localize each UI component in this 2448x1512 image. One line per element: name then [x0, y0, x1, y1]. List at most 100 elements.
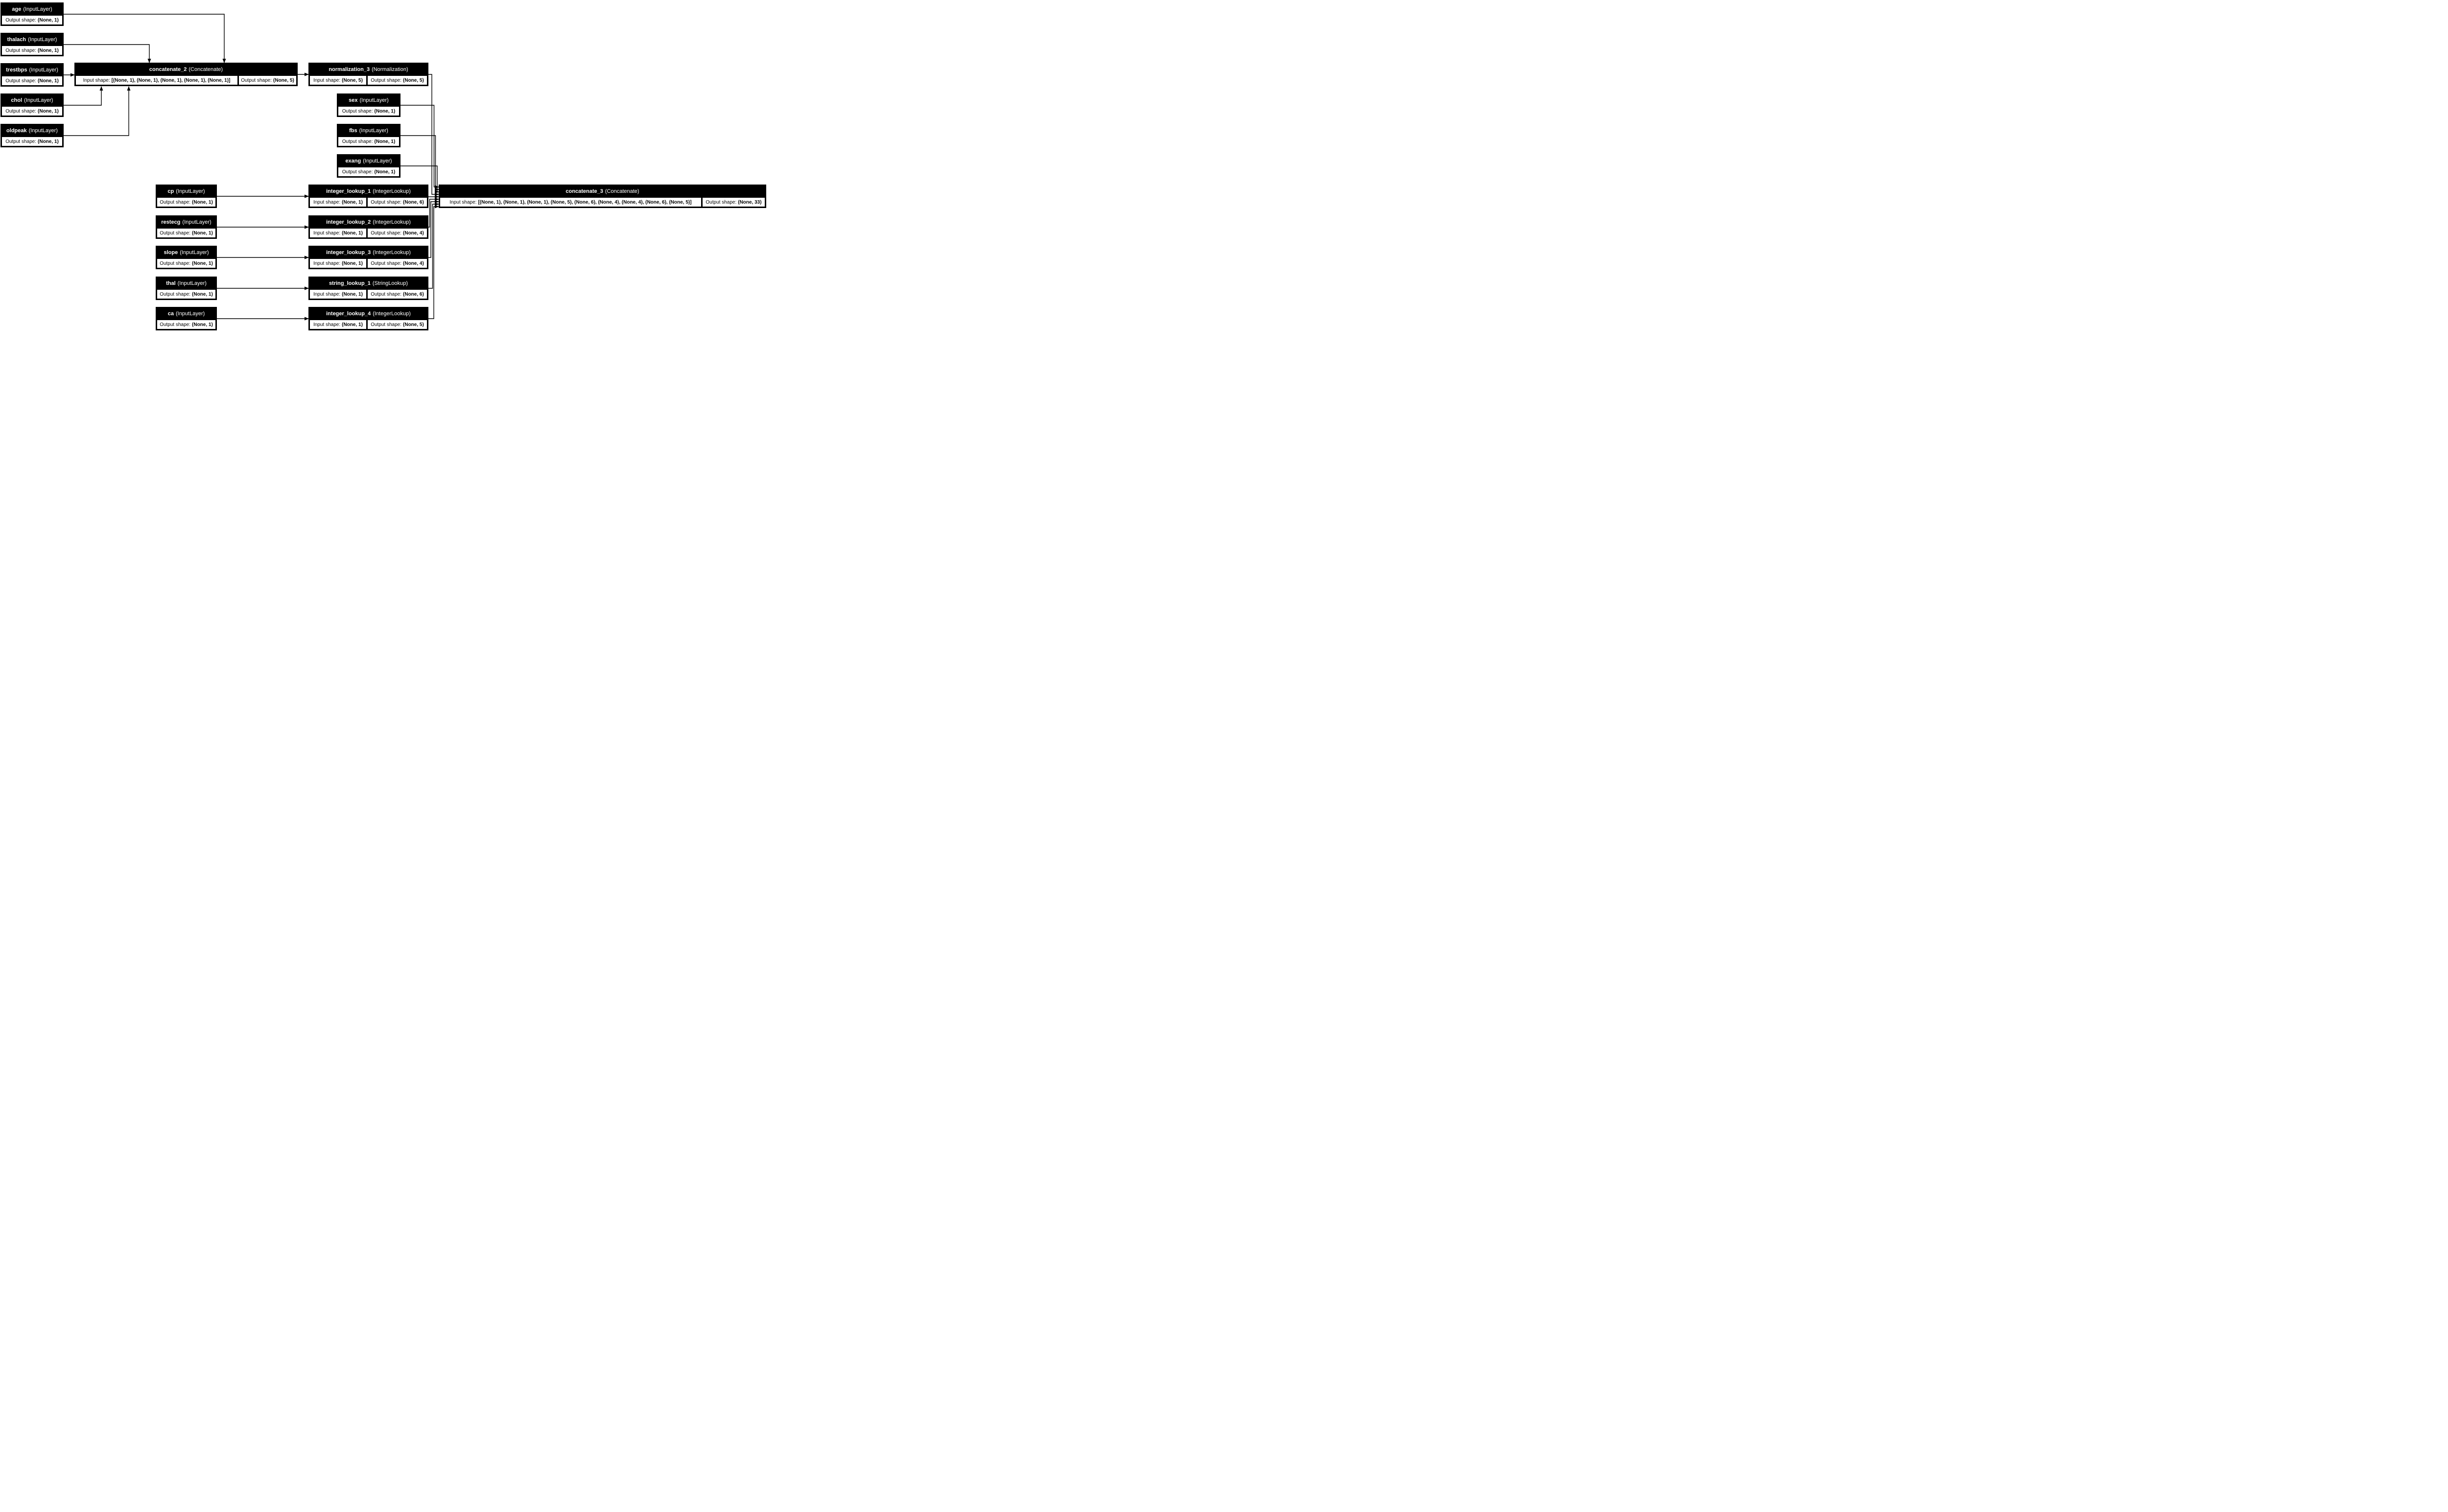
layer-name: sex	[349, 97, 358, 103]
node-integer_lookup_3: integer_lookup_3(IntegerLookup) Input sh…	[308, 246, 428, 269]
edge-layer	[64, 14, 439, 321]
node-cp: cp(InputLayer) Output shape:(None, 1)	[156, 185, 217, 208]
layer-body: Input shape:(None, 1) Output shape:(None…	[310, 320, 427, 329]
layer-body: Output shape:(None, 1)	[338, 167, 399, 176]
layer-type: (InputLayer)	[363, 158, 392, 164]
layer-name: trestbps	[6, 67, 27, 73]
layer-body: Output shape:(None, 1)	[2, 137, 62, 146]
layer-title: concatenate_3(Concatenate)	[439, 185, 766, 198]
layer-title: trestbps(InputLayer)	[0, 63, 64, 76]
layer-title: integer_lookup_3(IntegerLookup)	[308, 246, 428, 259]
output-shape-cell: Output shape:(None, 6)	[368, 290, 427, 299]
output-shape-cell: Output shape:(None, 1)	[157, 259, 215, 268]
output-shape-cell: Output shape:(None, 1)	[2, 46, 62, 55]
output-shape-cell: Output shape:(None, 4)	[368, 259, 427, 268]
layer-type: (InputLayer)	[176, 188, 205, 194]
edge-chol-concatenate_2	[64, 86, 103, 106]
node-thalach: thalach(InputLayer) Output shape:(None, …	[0, 33, 64, 56]
node-oldpeak: oldpeak(InputLayer) Output shape:(None, …	[0, 124, 64, 147]
edge-string_lookup_1-concatenate_3	[428, 202, 439, 289]
input-shape-cell: Input shape:(None, 1)	[310, 290, 366, 299]
input-shape-cell: Input shape:(None, 1)	[310, 259, 366, 268]
layer-title: concatenate_2(Concatenate)	[74, 63, 298, 76]
layer-name: concatenate_2	[149, 66, 187, 72]
node-sex: sex(InputLayer) Output shape:(None, 1)	[337, 93, 400, 117]
node-concatenate_3: concatenate_3(Concatenate) Input shape:[…	[439, 185, 766, 208]
layer-type: (IntegerLookup)	[373, 219, 411, 225]
layer-name: string_lookup_1	[329, 280, 371, 286]
input-shape-cell: Input shape:(None, 1)	[310, 320, 366, 329]
layer-type: (IntegerLookup)	[373, 188, 411, 194]
layer-name: normalization_3	[329, 66, 370, 72]
layer-body: Output shape:(None, 1)	[338, 107, 399, 116]
layer-type: (IntegerLookup)	[373, 249, 411, 256]
layer-type: (Concatenate)	[188, 66, 223, 72]
node-chol: chol(InputLayer) Output shape:(None, 1)	[0, 93, 64, 117]
node-slope: slope(InputLayer) Output shape:(None, 1)	[156, 246, 217, 269]
layer-name: integer_lookup_1	[326, 188, 371, 194]
layer-type: (IntegerLookup)	[373, 310, 411, 317]
layer-body: Output shape:(None, 1)	[157, 290, 215, 299]
node-trestbps: trestbps(InputLayer) Output shape:(None,…	[0, 63, 64, 87]
input-shape-cell: Input shape:[(None, 1), (None, 1), (None…	[440, 198, 701, 207]
output-shape-cell: Output shape:(None, 5)	[368, 76, 427, 85]
node-thal: thal(InputLayer) Output shape:(None, 1)	[156, 277, 217, 300]
node-integer_lookup_4: integer_lookup_4(IntegerLookup) Input sh…	[308, 307, 428, 330]
layer-type: (InputLayer)	[182, 219, 212, 225]
layer-title: chol(InputLayer)	[0, 93, 64, 107]
layer-title: integer_lookup_2(IntegerLookup)	[308, 215, 428, 229]
node-integer_lookup_2: integer_lookup_2(IntegerLookup) Input sh…	[308, 215, 428, 239]
layer-body: Input shape:[(None, 1), (None, 1), (None…	[440, 198, 765, 207]
output-shape-cell: Output shape:(None, 5)	[368, 320, 427, 329]
edge-integer_lookup_2-concatenate_3	[428, 197, 439, 228]
layer-type: (Concatenate)	[605, 188, 639, 194]
output-shape-cell: Output shape:(None, 1)	[338, 107, 399, 116]
layer-title: cp(InputLayer)	[156, 185, 217, 198]
layer-title: integer_lookup_1(IntegerLookup)	[308, 185, 428, 198]
layer-name: integer_lookup_2	[326, 219, 371, 225]
layer-body: Output shape:(None, 1)	[338, 137, 399, 146]
layer-type: (InputLayer)	[23, 6, 52, 12]
layer-body: Input shape:(None, 1) Output shape:(None…	[310, 229, 427, 237]
output-shape-cell: Output shape:(None, 1)	[157, 198, 215, 207]
layer-name: concatenate_3	[565, 188, 603, 194]
layer-name: integer_lookup_4	[326, 310, 371, 317]
node-ca: ca(InputLayer) Output shape:(None, 1)	[156, 307, 217, 330]
layer-title: restecg(InputLayer)	[156, 215, 217, 229]
layer-name: exang	[345, 158, 361, 164]
edge-age-concatenate_2	[64, 14, 226, 63]
layer-type: (InputLayer)	[359, 127, 388, 134]
layer-body: Output shape:(None, 1)	[157, 320, 215, 329]
layer-title: integer_lookup_4(IntegerLookup)	[308, 307, 428, 320]
layer-body: Input shape:(None, 1) Output shape:(None…	[310, 259, 427, 268]
layer-type: (Normalization)	[372, 66, 408, 72]
layer-type: (InputLayer)	[180, 249, 209, 256]
node-exang: exang(InputLayer) Output shape:(None, 1)	[337, 154, 400, 178]
edge-fbs-concatenate_3	[400, 135, 439, 191]
layer-type: (StringLookup)	[372, 280, 408, 286]
output-shape-cell: Output shape:(None, 6)	[368, 198, 427, 207]
layer-body: Output shape:(None, 1)	[2, 46, 62, 55]
layer-body: Output shape:(None, 1)	[2, 76, 62, 85]
layer-name: integer_lookup_3	[326, 249, 371, 256]
output-shape-cell: Output shape:(None, 4)	[368, 229, 427, 237]
layer-name: cp	[167, 188, 174, 194]
edge-sex-concatenate_3	[400, 105, 439, 189]
layer-type: (InputLayer)	[24, 97, 53, 103]
node-fbs: fbs(InputLayer) Output shape:(None, 1)	[337, 124, 400, 147]
edge-thalach-concatenate_2	[64, 44, 151, 63]
layer-name: restecg	[161, 219, 181, 225]
layer-title: string_lookup_1(StringLookup)	[308, 277, 428, 290]
layer-body: Input shape:(None, 1) Output shape:(None…	[310, 198, 427, 207]
layer-body: Input shape:[(None, 1), (None, 1), (None…	[76, 76, 296, 85]
layer-name: chol	[11, 97, 23, 103]
edge-integer_lookup_4-concatenate_3	[428, 205, 439, 319]
output-shape-cell: Output shape:(None, 1)	[338, 167, 399, 176]
layer-name: slope	[164, 249, 178, 256]
layer-type: (InputLayer)	[177, 280, 207, 286]
layer-title: thalach(InputLayer)	[0, 33, 64, 46]
node-integer_lookup_1: integer_lookup_1(IntegerLookup) Input sh…	[308, 185, 428, 208]
layer-type: (InputLayer)	[28, 127, 58, 134]
node-age: age(InputLayer) Output shape:(None, 1)	[0, 2, 64, 26]
layer-type: (InputLayer)	[28, 36, 57, 43]
